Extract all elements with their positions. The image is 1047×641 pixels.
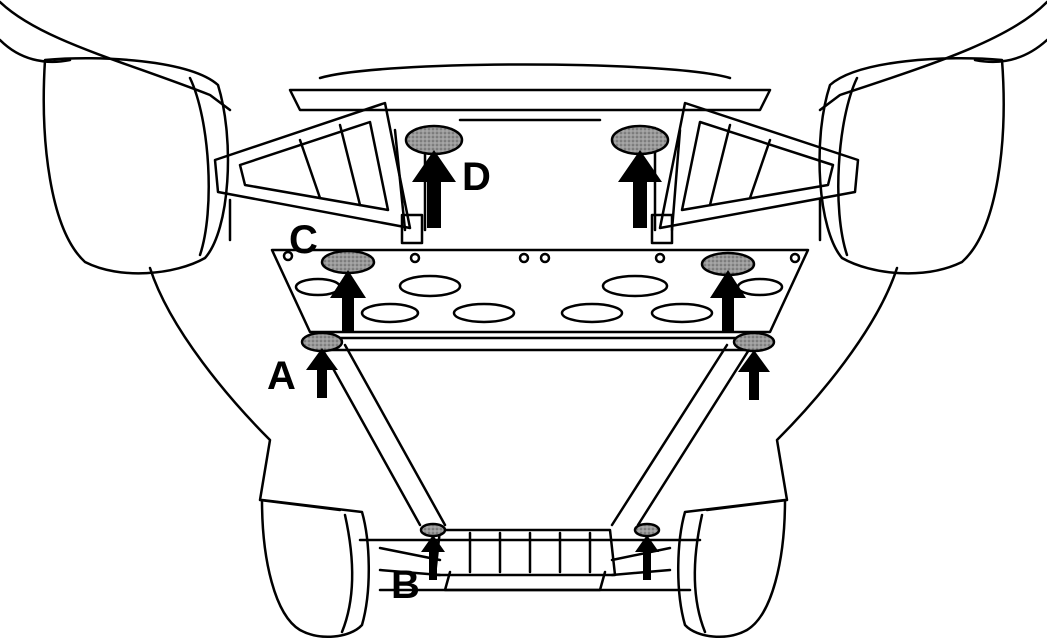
lift-pad-icon bbox=[633, 522, 661, 538]
arrow-up-icon bbox=[635, 535, 659, 580]
body-outline-right bbox=[973, 38, 1047, 64]
lift-pad-icon bbox=[610, 124, 670, 156]
arrow-up-icon bbox=[710, 270, 746, 332]
arrow-up-icon bbox=[738, 350, 770, 400]
body-top-left bbox=[0, 0, 232, 112]
rear-right-tire bbox=[676, 498, 787, 638]
body-top-right bbox=[818, 0, 1047, 112]
lift-pad-icon bbox=[320, 249, 376, 275]
arrow-up-icon bbox=[306, 348, 338, 398]
body-outline-left bbox=[0, 38, 72, 64]
front-crossbar bbox=[328, 336, 754, 352]
under-tray bbox=[270, 248, 810, 334]
right-diagonal-brace bbox=[610, 343, 754, 527]
lift-pad-icon bbox=[732, 331, 776, 353]
lift-point-label-b: B bbox=[391, 563, 420, 607]
lift-point-label-c: C bbox=[289, 218, 318, 262]
arrow-up-icon bbox=[330, 270, 366, 332]
arrow-up-icon bbox=[618, 150, 662, 228]
right-control-arm bbox=[658, 101, 860, 230]
rear-left-tire bbox=[260, 498, 371, 638]
arrow-up-icon bbox=[412, 150, 456, 228]
front-left-tire bbox=[42, 57, 230, 275]
arrow-up-icon bbox=[421, 535, 445, 580]
left-diagonal-brace bbox=[318, 343, 447, 527]
lift-point-label-d: D bbox=[462, 155, 491, 199]
lift-point-label-a: A bbox=[267, 354, 296, 398]
left-control-arm bbox=[213, 101, 412, 230]
lift-pad-icon bbox=[419, 522, 447, 538]
lift-pad-icon bbox=[404, 124, 464, 156]
front-right-tire bbox=[818, 57, 1005, 275]
